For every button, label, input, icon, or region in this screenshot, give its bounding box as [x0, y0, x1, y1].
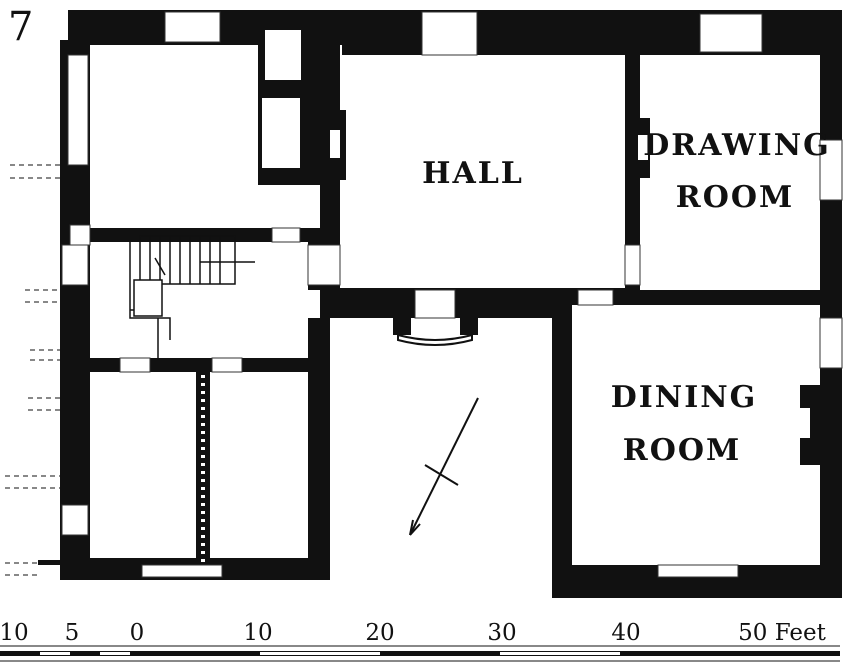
window-dining-bottom — [657, 564, 739, 578]
wall-dining-left — [552, 300, 572, 565]
upper-left-room-lower — [90, 185, 320, 228]
lobby-fireplace-left — [393, 305, 411, 335]
window-lower-bottom — [141, 564, 223, 578]
scale-tick-label: 10 — [243, 620, 272, 646]
north-arrow — [409, 397, 479, 536]
window-dining-right — [819, 317, 843, 369]
stair-room — [90, 242, 308, 358]
door-lower-mid — [211, 357, 243, 373]
external-porch-bottom — [5, 475, 62, 489]
drawing-room — [640, 55, 820, 290]
stair-outline — [139, 235, 236, 285]
door-hall-lobby — [414, 289, 456, 319]
hall-room — [340, 55, 625, 288]
closet-inner-2 — [262, 98, 300, 168]
hall-fireplace-opening — [330, 130, 340, 158]
external-porch-mid — [25, 289, 62, 303]
window-left-mid — [61, 244, 89, 286]
scale-bar-segment-3 — [260, 652, 380, 655]
lower-left-room — [90, 372, 196, 558]
dining-room-label-1: DINING — [611, 380, 758, 415]
external-porch-lower — [28, 397, 60, 411]
wall-right-outer — [820, 10, 842, 598]
window-left-lower — [61, 504, 89, 536]
north-arrow-cross — [424, 464, 459, 486]
window-top-hall — [421, 11, 478, 56]
scale-bar-segment-4 — [500, 652, 620, 655]
openings — [61, 11, 843, 578]
door-hall-drawing — [624, 244, 641, 286]
lobby-bottom-open — [332, 578, 552, 600]
dining-fireplace-opening — [800, 408, 810, 438]
door-dining-top — [577, 289, 614, 306]
door-hall-left — [307, 244, 341, 286]
lobby-fireplace-right — [460, 305, 478, 335]
lower-mid-room — [210, 372, 308, 558]
rooms — [90, 30, 820, 600]
closet-inner-1 — [265, 30, 301, 80]
door-service-left — [69, 224, 91, 246]
stair-wall — [133, 279, 163, 317]
scale-tick-label: 5 — [65, 620, 80, 646]
window-left-upper — [67, 54, 89, 166]
external-features — [5, 164, 62, 576]
external-step — [5, 562, 40, 576]
figure-number: 7 — [8, 4, 33, 50]
external-porch-upper — [10, 164, 62, 179]
lobby-room — [330, 318, 552, 580]
north-arrow-shaft — [409, 397, 479, 536]
stair-treads — [149, 236, 221, 284]
external-porch-left — [30, 349, 60, 361]
wall-lobby-bottom — [308, 318, 330, 580]
drawing-fireplace-opening — [638, 135, 648, 160]
door-stair-top — [271, 227, 301, 243]
wall-dining-top — [552, 290, 842, 305]
dining-room-label-2: ROOM — [623, 433, 741, 468]
drawing-room-label-2: ROOM — [676, 180, 794, 215]
scale-ticks: 10 5 0 10 20 30 40 50 Feet — [0, 620, 827, 646]
door-lower-left — [119, 357, 151, 373]
hall-label: HALL — [422, 156, 524, 191]
wall-bottom-rooms-top — [78, 358, 318, 372]
scale-tick-label: 10 — [0, 620, 29, 646]
lobby-hearth — [397, 333, 473, 346]
scale-bar-line — [0, 651, 840, 656]
window-drawing-right — [819, 139, 843, 201]
drawing-room-label-1: DRAWING — [643, 128, 831, 163]
scale-tick-label: 30 — [487, 620, 516, 646]
scale-tick-label: 0 — [130, 620, 145, 646]
window-top-drawing — [699, 13, 763, 53]
scale-tick-label: 40 — [611, 620, 640, 646]
scale-bar-segment-1 — [40, 652, 70, 655]
scale-bar: 10 5 0 10 20 30 40 50 Feet — [0, 620, 840, 662]
stair-arrow — [154, 257, 255, 276]
dining-fireplace — [800, 385, 822, 465]
scale-bar-segment-2 — [100, 652, 130, 655]
scale-tick-label: 50 Feet — [738, 620, 827, 646]
north-arrow-head — [409, 519, 421, 536]
window-top-left — [164, 11, 221, 43]
dining-room — [572, 305, 820, 565]
scale-tick-label: 20 — [365, 620, 394, 646]
wall-service-top — [90, 228, 308, 242]
